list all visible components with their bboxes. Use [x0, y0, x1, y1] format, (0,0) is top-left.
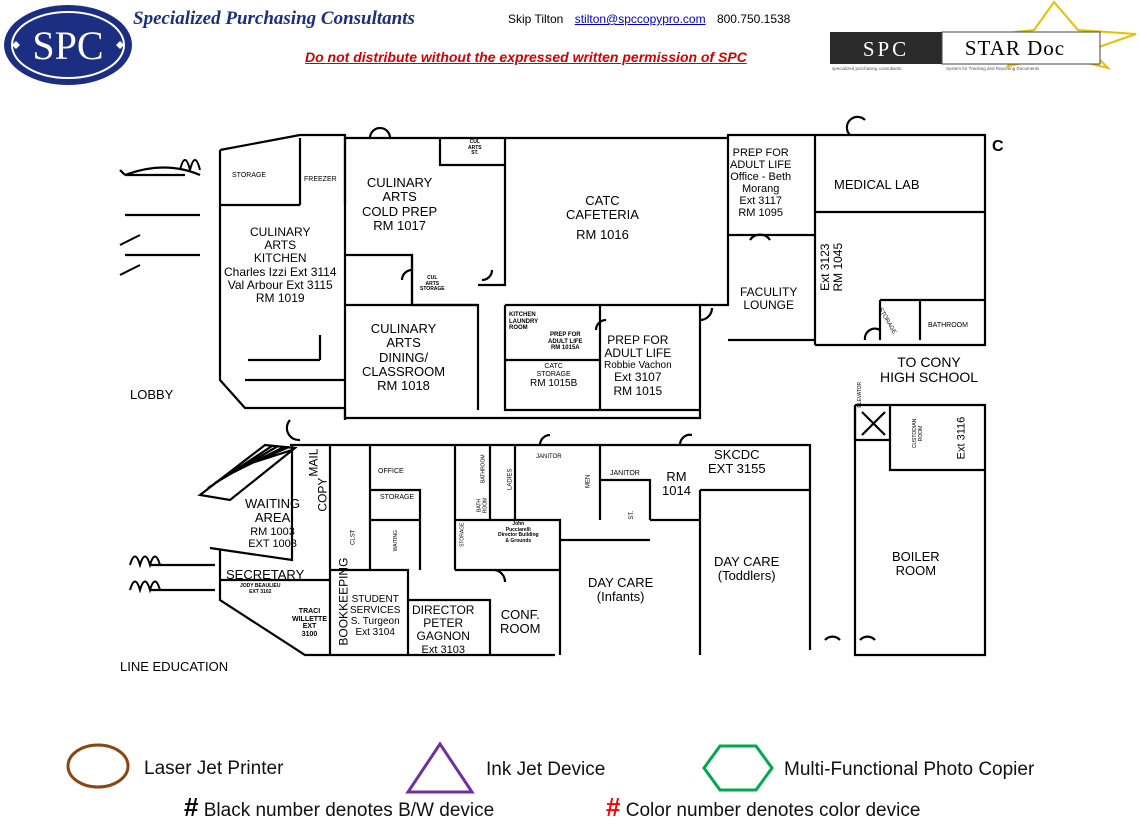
laser-printer-circle-icon [66, 743, 130, 789]
room-copy: COPY [315, 477, 330, 512]
room-bookkeeping: BOOKKEEPING [336, 557, 351, 646]
label-line-education: LINE EDUCATION [120, 659, 229, 674]
svg-text:SPC: SPC [863, 37, 909, 61]
legend-bw: # Black number denotes B/W device [184, 792, 494, 823]
room-clst: CLST [350, 529, 357, 545]
svg-text:System for Tracking and Report: System for Tracking and Reporting Docume… [946, 66, 1040, 71]
room-janitor-2: JANITOR [610, 470, 640, 477]
stardoc-logo: SPC STAR Doc specialized purchasing cons… [830, 0, 1137, 71]
room-storage-top: STORAGE [232, 172, 267, 179]
svg-text:specialized purchasing consult: specialized purchasing consultants [832, 66, 902, 71]
inkjet-triangle-icon [405, 741, 475, 794]
spc-logo-text: SPC [32, 23, 103, 68]
room-day-care-toddlers: DAY CARE(Toddlers) [714, 554, 780, 584]
room-ladies: LADIES [507, 468, 514, 490]
contact-email-link[interactable]: stilton@spccopypro.com [574, 12, 706, 26]
legend-bw-label: Black number denotes B/W device [203, 800, 495, 821]
room-storage-tiny: STORAGE [459, 522, 466, 547]
room-office: OFFICE [378, 468, 404, 475]
room-men: MEN [585, 474, 592, 488]
room-waiting-small: WAITING [392, 530, 399, 552]
legend-mfp-label: Multi-Functional Photo Copier [784, 759, 1035, 780]
room-medical-lab: MEDICAL LAB [834, 177, 920, 192]
svg-text:STAR Doc: STAR Doc [965, 36, 1065, 60]
room-conf-room: CONF.ROOM [500, 607, 541, 637]
label-edge-c: C [992, 138, 1004, 155]
contact-name: Skip Tilton [508, 12, 564, 26]
bw-hash-icon: # [184, 792, 199, 822]
spc-logo: SPC [4, 5, 132, 85]
room-storage-mid: STORAGE [380, 494, 415, 501]
legend-laser-label: Laser Jet Printer [144, 758, 284, 779]
room-janitor-1: JANITOR [536, 454, 562, 460]
distribution-warning: Do not distribute without the expressed … [305, 49, 747, 65]
mfp-hexagon-icon [702, 744, 774, 792]
legend-inkjet-label: Ink Jet Device [486, 759, 606, 780]
legend-color: # Color number denotes color device [606, 792, 920, 823]
color-hash-icon: # [606, 792, 621, 822]
room-day-care-infants: DAY CARE(Infants) [588, 575, 654, 605]
room-bathroom-mid: BATHROOM [480, 454, 487, 484]
room-lobby: LOBBY [130, 387, 174, 402]
legend-color-label: Color number denotes color device [625, 800, 921, 821]
company-name: Specialized Purchasing Consultants [133, 8, 415, 29]
room-freezer: FREEZER [304, 176, 337, 183]
room-elevator: ELEVATOR [857, 381, 864, 408]
room-ext-3116: Ext 3116 [955, 416, 968, 460]
contact-phone: 800.750.1538 [716, 12, 791, 26]
contact-info: Skip Tilton stilton@spccopypro.com 800.7… [508, 12, 790, 26]
room-bathroom-top: BATHROOM [928, 322, 968, 329]
room-st: ST. [629, 510, 636, 520]
room-secretary: SECRETARY [226, 567, 305, 582]
room-mail: MAIL [306, 448, 321, 477]
